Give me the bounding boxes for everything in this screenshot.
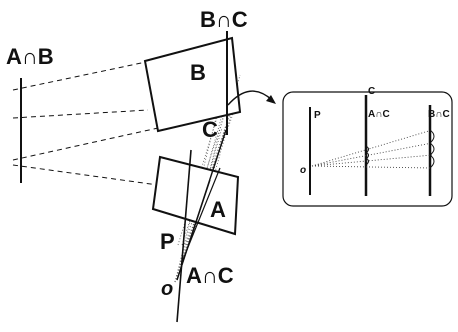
inset-label-b-cap-c: B∩C [428,109,450,120]
label-point-p: P [160,229,175,254]
dashed-projection-line [12,127,159,161]
label-a-cap-c: A∩C [186,263,234,288]
inset-panel: C P A∩C B∩C o [282,86,453,207]
ray-o-p [176,179,211,281]
label-plane-a: A [210,197,226,222]
label-origin-o: o [161,278,173,300]
label-plane-c: C [202,117,218,142]
label-plane-b: B [190,60,206,85]
dashed-projection-line [12,164,159,186]
a-cap-c-line [176,149,192,323]
curved-arrow [227,90,273,106]
ray-p-a [181,167,221,263]
inset-label-o: o [300,165,306,176]
inset-dotted-rays [311,129,433,169]
dashed-projection-line [12,109,149,119]
inset-label-a-cap-c: A∩C [368,109,390,120]
main-figure: A∩B B∩C B C A P A∩C o [6,7,276,323]
inset-label-c: C [368,86,375,97]
dashed-projection-line [12,61,147,91]
plane-b [143,36,242,133]
inset-frame [282,91,453,207]
label-a-cap-b: A∩B [6,44,54,69]
arrow-head [266,95,276,104]
inset-b-brackets [429,129,435,169]
inset-a-brackets [365,145,369,166]
label-b-cap-c: B∩C [200,7,248,32]
inset-label-p: P [314,110,321,121]
